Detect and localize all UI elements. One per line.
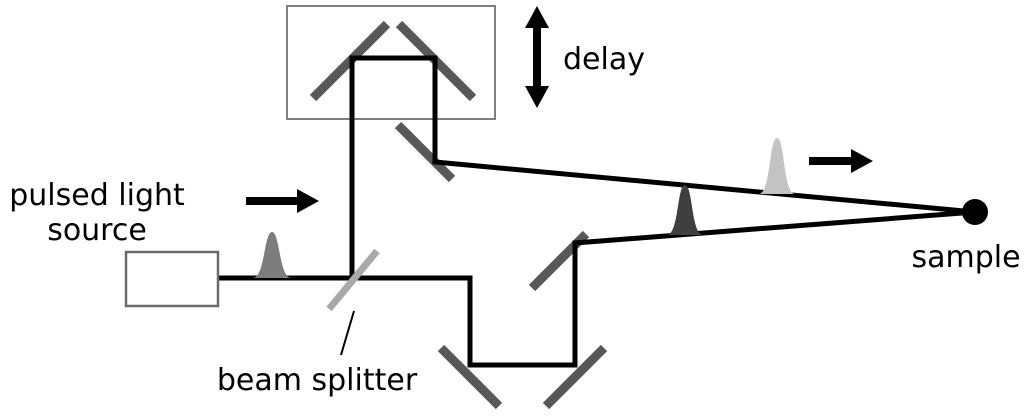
light-source-box	[124, 250, 220, 308]
delay-stage-box	[286, 5, 496, 120]
fold-mirror-bottom-left-icon	[437, 344, 503, 410]
delay-arrow-up-head	[525, 6, 549, 28]
delay-arrow-down-head	[525, 86, 549, 108]
delay-label: delay	[563, 42, 645, 77]
source-label-line1: pulsed light	[9, 178, 185, 213]
pump-pulse-icon	[667, 185, 703, 235]
fold-mirror-upper-icon	[394, 121, 456, 183]
sample-dot	[962, 199, 988, 225]
input-direction-arrow-icon	[246, 189, 319, 213]
source-label-line2: source	[47, 213, 147, 248]
output-direction-arrow-icon	[809, 149, 873, 173]
sample-label: sample	[911, 240, 1020, 275]
probe-pulse-icon	[759, 138, 795, 194]
input-pulse-icon	[253, 232, 291, 278]
delay-double-arrow-icon	[525, 6, 549, 108]
fixed-arm-beam	[218, 209, 976, 368]
beam-splitter-icon	[326, 248, 380, 312]
input-arrow-head	[297, 189, 319, 213]
beam-splitter-label: beam splitter	[217, 363, 418, 398]
output-arrow-head	[851, 149, 873, 173]
beam-splitter-pointer-line	[340, 310, 355, 356]
fold-mirror-bottom-right-icon	[542, 344, 608, 410]
delay-arm-beam	[349, 55, 976, 278]
